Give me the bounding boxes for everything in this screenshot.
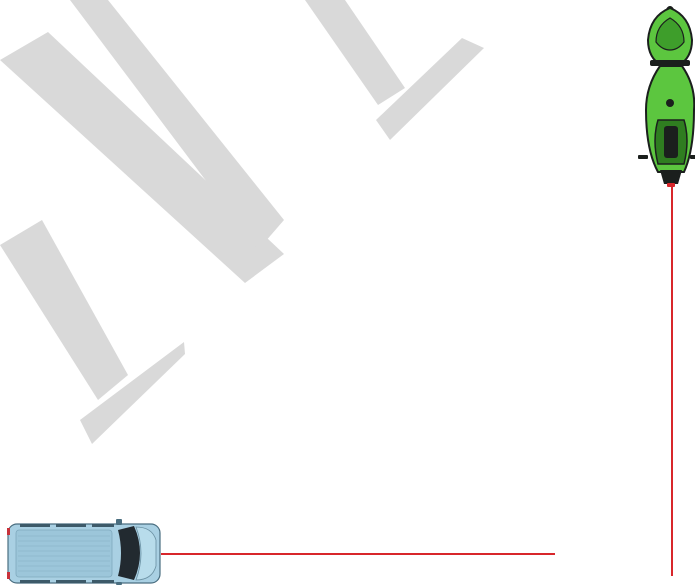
watermark [0, 0, 484, 444]
watermark-stroke-5 [305, 0, 405, 105]
motorcycle-tail-light [667, 183, 675, 187]
motorcycle-footpeg-left [638, 155, 648, 159]
van-rear-light-bottom [7, 572, 10, 579]
watermark-stroke-3 [0, 220, 128, 400]
motorcycle-icon [638, 6, 695, 187]
van-mirror-top [116, 519, 122, 525]
van-rear-light-top [7, 528, 10, 535]
van-roof-panel [16, 530, 112, 577]
motorcycle-seat-strip [664, 126, 678, 158]
motorcycle-footpeg-right [690, 155, 695, 159]
van-icon [7, 519, 160, 585]
van-windshield [118, 526, 140, 580]
motorcycle-tail [660, 170, 682, 184]
motorcycle-tank-cap [666, 99, 674, 107]
